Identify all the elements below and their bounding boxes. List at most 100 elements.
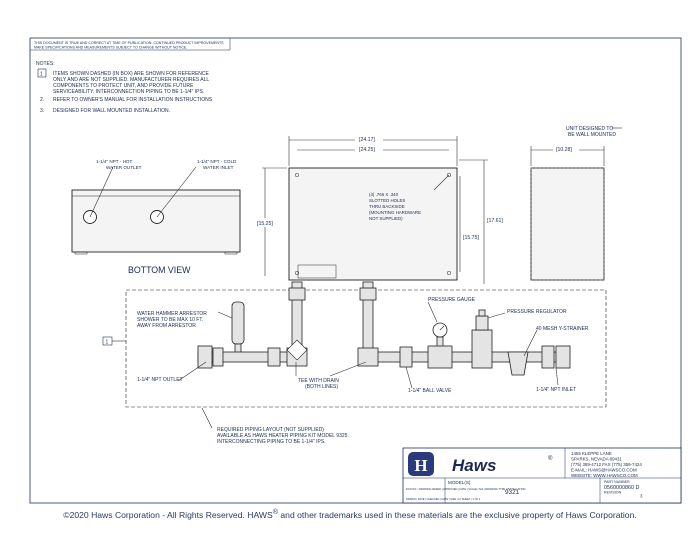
inlet-label: 1-1/4" NPT INLET (536, 387, 576, 393)
water-hammer-arrestor (231, 301, 245, 345)
note-1-line-4: SERVICEABILITY. INTERCONNECTION PIPING T… (53, 89, 204, 95)
dim-inner-height: [15.75] (463, 235, 479, 241)
tee-label-1: TEE WITH DRAIN (298, 378, 339, 384)
arrestor-label-1: WATER HAMMER ARRESTOR (137, 311, 207, 317)
dim-depth-bg (553, 144, 579, 153)
part-label: PART NUMBER (604, 480, 630, 484)
notes-heading: NOTES: (36, 61, 55, 67)
dim-inner-width: [24.25] (359, 147, 375, 153)
pressure-gauge-needle (439, 325, 445, 331)
note-1-number: 1 (40, 72, 43, 78)
disclaimer-line-1: THIS DOCUMENT IS TRUE AND CORRECT AT TIM… (34, 41, 224, 45)
hot-leader (89, 166, 114, 218)
cold-inlet-label-2: WATER INLET (203, 165, 234, 170)
cold-tee (357, 347, 379, 367)
ball-valve-leader (405, 366, 413, 389)
slots-line-3: THRU BACKSIDE (369, 204, 405, 209)
wall-mount-label-2: BE WALL MOUNTED (568, 132, 616, 138)
revision-value: 3 (640, 494, 643, 499)
title-block-row-1: DCN NO. | DRAWING REFER | APPROVED | DAT… (406, 487, 525, 491)
note-1-line-2: ONLY AND ARE NOT SUPPLIED. MANUFACTURER … (53, 77, 209, 83)
address-line-5: WEBSITE: WWW.HAWSCO.COM (571, 473, 638, 478)
ball-valve-label: 1-1/4" BALL VALVE (408, 388, 452, 394)
gauge-leader (427, 301, 438, 323)
note-2-number: 2. (40, 97, 44, 103)
dim-outer-width-bg (355, 134, 383, 143)
hot-outlet-label-1: 1-1/4" NPT - HOT (96, 159, 132, 164)
regulator-label: PRESSURE REGULATOR (507, 309, 567, 315)
haws-logo-mark (408, 452, 434, 476)
title-block: H Haws ® 1455 KLEPPE LANE SPARKS, NEVADA… (402, 447, 682, 504)
note-3-line-1: DESIGNED FOR WALL MOUNTED INSTALLATION. (53, 108, 170, 114)
arrestor-leader (217, 311, 233, 319)
address-line-2: SPARKS, NEVADA 89431 (571, 457, 622, 462)
slots-leader (433, 174, 450, 191)
strainer-leader (523, 329, 538, 357)
required-line-2: AVAILABLE AS HAWS HEATER PIPING KIT MODE… (217, 433, 349, 439)
inlet-leader (555, 367, 559, 386)
haws-brand-name: Haws (452, 456, 496, 475)
y-strainer (507, 351, 529, 376)
dim-left-height-bg (256, 218, 276, 227)
slots-line-4: (MOUNTING HARDWARE (369, 210, 421, 215)
copyright-text: ©2020 Haws Corporation - All Rights Rese… (63, 509, 245, 520)
outlet-label: 1-1/4" NPT OUTLET (137, 377, 183, 383)
pressure-regulator (471, 329, 493, 369)
side-view-outline (530, 167, 605, 281)
required-line-3: INTERCONNECTING PIPING TO BE 1-1/4" IPS. (217, 439, 326, 445)
dim-depth: [10.28] (556, 147, 572, 153)
title-block-outline (402, 447, 682, 504)
dim-inner-width-bg (355, 144, 383, 153)
gauge-tee (427, 345, 453, 369)
hot-outlet-label-2: WATER OUTLET (106, 165, 142, 170)
slots-line-5: NOT SUPPLIED) (369, 216, 403, 221)
arrestor-label-2: SHOWER TO BE MAX 10 FT. (137, 317, 203, 323)
address-line-4: E-MAIL: HAWS@HAWSCO.COM (571, 468, 637, 473)
slots-line-1: (4) .766 X .340 (369, 192, 399, 197)
note-3-number: 3. (40, 108, 44, 114)
bottom-view: 1-1/4" NPT - HOT WATER OUTLET 1-1/4" NPT… (71, 159, 241, 275)
slot-hole-top-left (294, 172, 300, 178)
haws-registered-mark: ® (548, 455, 553, 462)
dim-outer-width: [24.17] (359, 137, 375, 143)
note-2-line-1: REFER TO OWNER'S MANUAL FOR INSTALLATION… (53, 97, 213, 103)
copyright-footer: ©2020 Haws Corporation - All Rights Rese… (0, 508, 700, 520)
dim-right-height: [17.61] (487, 218, 503, 224)
regulator-leader (487, 312, 506, 319)
model-value: 9321 (505, 489, 520, 496)
hot-union (288, 287, 306, 301)
inlet-fitting (555, 345, 571, 369)
side-view: [10.28] UNIT DESIGNED TO BE WALL MOUNTED (530, 126, 622, 281)
tee-label-2: (BOTH LINES) (305, 384, 338, 390)
bottom-view-title: BOTTOM VIEW (128, 265, 191, 275)
address-line-3: (775) 359-4712 FAX (775) 359-7424 (571, 462, 642, 467)
cold-leader (156, 166, 197, 218)
note-1-box (37, 68, 47, 78)
tee-leader-cold (329, 361, 367, 377)
title-block-row-2: DRAWN | DATE | CHECKED | DATE | SIZE | A… (406, 497, 481, 501)
pressure-regulator-screw (478, 309, 486, 317)
gauge-label: PRESSURE GAUGE (428, 297, 476, 303)
haws-logo-h: H (414, 456, 427, 475)
model-label: MODEL(S) (448, 480, 471, 485)
disclaimer-line-2: MAKE SPECIFICATIONS AND MEASUREMENTS SUB… (34, 46, 187, 50)
slots-line-2: SLOTTED HOLES (369, 198, 405, 203)
slot-hole-top-right (446, 172, 452, 178)
piping-tag: 1 (106, 340, 109, 346)
address-line-1: 1455 KLEPPE LANE (571, 451, 612, 456)
front-view: [24.17] [24.25] [15.25] [15.75] [17.61] … (256, 134, 503, 284)
inlet-pipe (367, 351, 564, 363)
outlet-union (212, 347, 224, 367)
cold-inlet-label-1: 1-1/4" NPT - COLD (197, 159, 237, 164)
strainer-label: 40 MESH Y-STRAINER (536, 326, 589, 332)
required-leader (201, 407, 213, 429)
trademark-text: and other trademarks used in these mater… (280, 509, 637, 520)
part-value: 0560000860 D (604, 485, 639, 491)
revision-label: REVISION (604, 491, 622, 495)
dim-left-height: [15.25] (257, 221, 273, 227)
sheet-border (29, 37, 682, 504)
piping-layout: 1 (102, 281, 607, 445)
trademark-registered-mark: ® (272, 508, 279, 516)
